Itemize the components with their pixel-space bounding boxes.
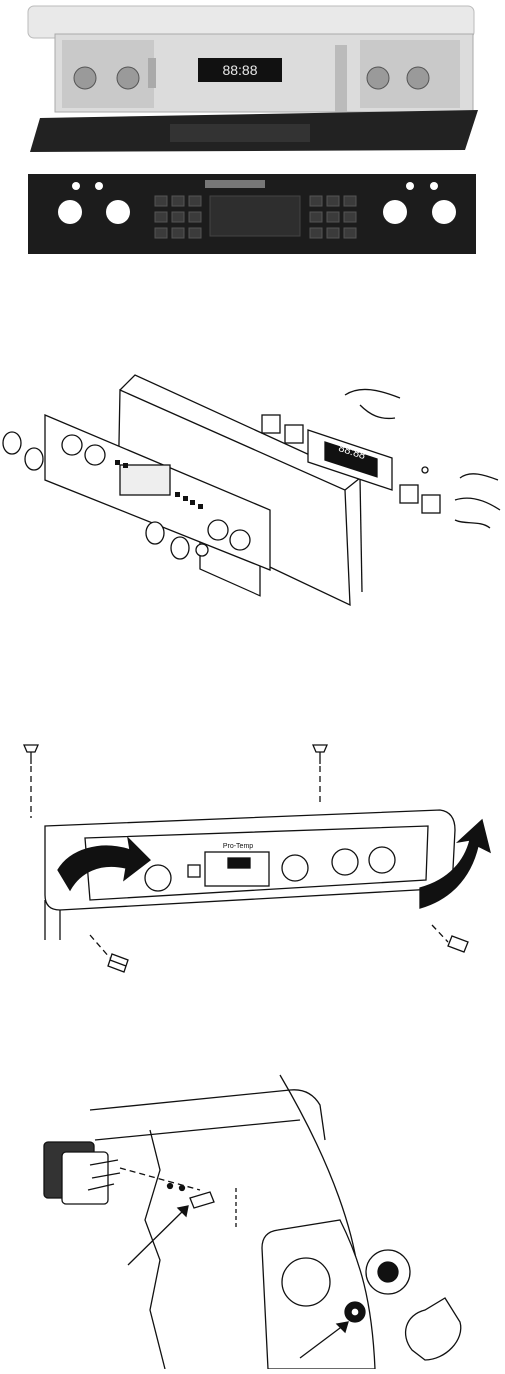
brand-mark: Pro-Temp bbox=[223, 843, 253, 850]
figure-exploded: 88:88 bbox=[0, 360, 505, 620]
display-readout: 88:88 bbox=[222, 62, 257, 78]
nut-icon bbox=[345, 1302, 365, 1322]
figure-photo: 88:88 bbox=[0, 0, 505, 270]
control-panel bbox=[262, 1220, 375, 1369]
console-frame bbox=[28, 6, 474, 38]
figure-console-removal: Pro-Temp bbox=[0, 740, 505, 980]
figure-switch-detail bbox=[0, 1060, 505, 1369]
knob-icon bbox=[406, 1298, 461, 1360]
switch-icon bbox=[44, 1142, 120, 1204]
